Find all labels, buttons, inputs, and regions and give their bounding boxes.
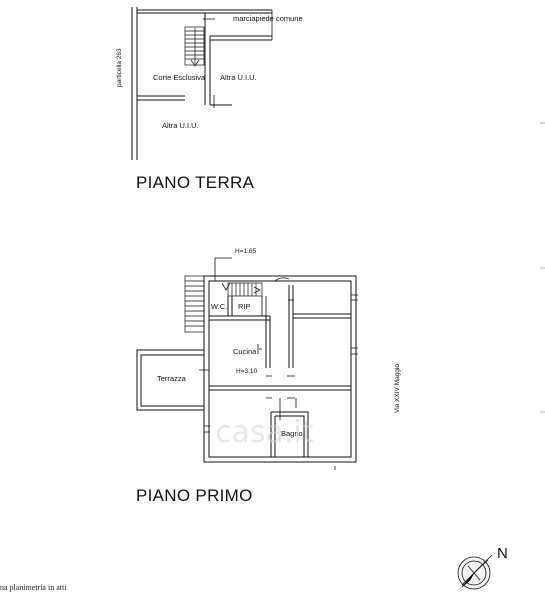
door-ticks	[257, 299, 297, 420]
first-outer-wall	[203, 275, 357, 463]
corridor-wall-left	[265, 316, 271, 368]
right-upper-room-wall	[293, 313, 351, 319]
label-sidewalk: marciapiede comune	[233, 14, 303, 23]
ground-wall-vertical-middle	[204, 13, 211, 105]
bathroom-walls	[270, 411, 309, 457]
first-floor-title: PIANO PRIMO	[136, 486, 253, 505]
first-internal-staircase	[227, 282, 263, 297]
north-label: N	[497, 545, 508, 562]
ground-wall-lower	[137, 95, 232, 106]
ground-staircase	[184, 26, 205, 67]
label-kitchen: Cucina	[233, 347, 257, 356]
ground-top-wall	[137, 9, 272, 14]
label-height-kitchen: H=3.10	[236, 368, 258, 375]
label-parcel: particella 263	[116, 48, 123, 87]
ground-floor-title: PIANO TERRA	[136, 173, 255, 192]
door-arc-top	[274, 277, 290, 282]
terrace-outline	[136, 349, 204, 411]
label-other-unit-right: Altra U.I.U.	[220, 73, 257, 82]
watermark-text: casa.it	[215, 415, 314, 450]
north-arrow-icon	[457, 554, 493, 590]
ground-floor-plan	[131, 7, 273, 160]
middle-horizontal-wall	[209, 385, 351, 391]
label-street: Via XXIV Maggio	[394, 364, 401, 413]
footer-note: na planimetria in atti	[0, 583, 67, 592]
corridor-wall-right	[288, 285, 294, 368]
label-wc: W.C.	[211, 302, 227, 311]
label-bathroom: Bagno	[281, 429, 303, 438]
first-floor-plan	[136, 257, 358, 470]
label-other-unit-bottom: Altra U.I.U.	[162, 121, 199, 130]
label-court: Corte Esclusiva	[153, 73, 206, 82]
upper-annex-walls	[214, 257, 232, 281]
label-height-upper: H=1.65	[235, 248, 257, 255]
label-storage: RIP	[238, 302, 251, 311]
ground-door-tick	[203, 18, 215, 108]
ground-outer-wall-left	[131, 7, 138, 160]
rip-right-wall	[261, 296, 267, 316]
ground-wall-horizontal	[210, 35, 272, 41]
window-marks	[199, 294, 358, 470]
label-terrace: Terrazza	[157, 374, 187, 383]
first-external-staircase	[184, 275, 205, 333]
wc-rip-walls	[209, 296, 270, 321]
margin-ticks	[540, 122, 545, 413]
